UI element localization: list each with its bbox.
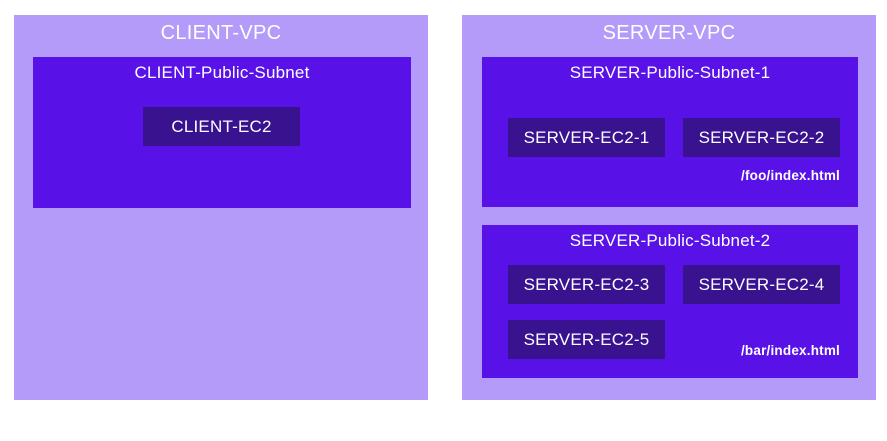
- server-ec2-4-node: SERVER-EC2-4: [683, 265, 840, 304]
- server-ec2-1-node: SERVER-EC2-1: [508, 118, 665, 157]
- server-public-subnet-1-title: SERVER-Public-Subnet-1: [569, 63, 771, 82]
- server-vpc-title: SERVER-VPC: [602, 22, 736, 44]
- client-public-subnet-title: CLIENT-Public-Subnet: [134, 63, 310, 82]
- server-public-subnet-1-container: SERVER-Public-Subnet-1 SERVER-EC2-1 SERV…: [482, 57, 858, 207]
- client-public-subnet-container: CLIENT-Public-Subnet CLIENT-EC2: [33, 57, 411, 208]
- server-vpc-container: SERVER-VPC SERVER-Public-Subnet-1 SERVER…: [462, 15, 876, 400]
- client-vpc-container: CLIENT-VPC CLIENT-Public-Subnet CLIENT-E…: [14, 15, 428, 400]
- client-vpc-title: CLIENT-VPC: [160, 22, 282, 44]
- server-ec2-3-node: SERVER-EC2-3: [508, 265, 665, 304]
- subnet-1-path-note: /foo/index.html: [741, 168, 840, 183]
- subnet-2-path-note: /bar/index.html: [740, 343, 840, 358]
- server-ec2-2-node: SERVER-EC2-2: [683, 118, 840, 157]
- server-public-subnet-2-container: SERVER-Public-Subnet-2 SERVER-EC2-3 SERV…: [482, 225, 858, 378]
- server-public-subnet-2-title: SERVER-Public-Subnet-2: [569, 231, 771, 250]
- client-ec2-node: CLIENT-EC2: [143, 107, 300, 146]
- server-ec2-5-node: SERVER-EC2-5: [508, 320, 665, 359]
